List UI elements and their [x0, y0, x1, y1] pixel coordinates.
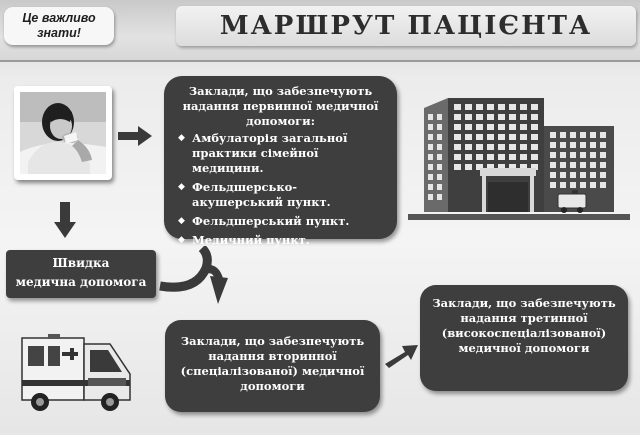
- list-item: ◆Фельдшерський пункт.: [178, 214, 350, 228]
- tertiary-care-box: Заклади, що забезпечують надання третинн…: [420, 285, 628, 391]
- list-item: ◆Амбулаторія загальної практики сімейної…: [178, 131, 348, 175]
- arrow-right-icon: [118, 126, 152, 146]
- hospital-building-icon: [408, 86, 630, 226]
- emergency-care-line-1: Швидка: [52, 256, 110, 270]
- tag-line-1: Це важливо: [22, 11, 96, 25]
- tag-line-2: знати!: [37, 26, 81, 40]
- important-note-tag: Це важливо знати!: [4, 7, 114, 45]
- list-item: ◆Медичний пункт.: [178, 233, 310, 247]
- tertiary-care-text: Заклади, що забезпечують надання третинн…: [432, 296, 616, 355]
- patient-photo: [14, 86, 112, 180]
- diamond-bullet-icon: ◆: [178, 216, 185, 226]
- primary-care-list: ◆Амбулаторія загальної практики сімейної…: [174, 131, 387, 248]
- ambulance-icon: [18, 328, 136, 416]
- page-title: МАРШРУТ ПАЦІЄНТА: [176, 6, 636, 46]
- diamond-bullet-icon: ◆: [178, 235, 185, 245]
- emergency-care-line-2: медична допомога: [15, 275, 147, 289]
- list-item: ◆Фельдшерсько-акушерський пункт.: [178, 180, 331, 209]
- secondary-care-text: Заклади, що забезпечують надання вторинн…: [180, 334, 365, 393]
- arrow-up-right-icon: [383, 340, 419, 370]
- primary-care-box: Заклади, що забезпечують надання первинн…: [164, 76, 397, 247]
- sick-patient-photo-icon: [20, 92, 106, 174]
- primary-care-intro: Заклади, що забезпечують надання первинн…: [182, 84, 379, 128]
- header-divider: [0, 60, 640, 62]
- emergency-care-box: Швидка медична допомога: [6, 250, 156, 298]
- curved-arrow-icon: [156, 246, 232, 310]
- diamond-bullet-icon: ◆: [178, 182, 185, 192]
- arrow-down-icon: [54, 202, 76, 238]
- hospital-windows: [428, 104, 606, 200]
- diamond-bullet-icon: ◆: [178, 133, 185, 143]
- secondary-care-box: Заклади, що забезпечують надання вторинн…: [165, 320, 380, 412]
